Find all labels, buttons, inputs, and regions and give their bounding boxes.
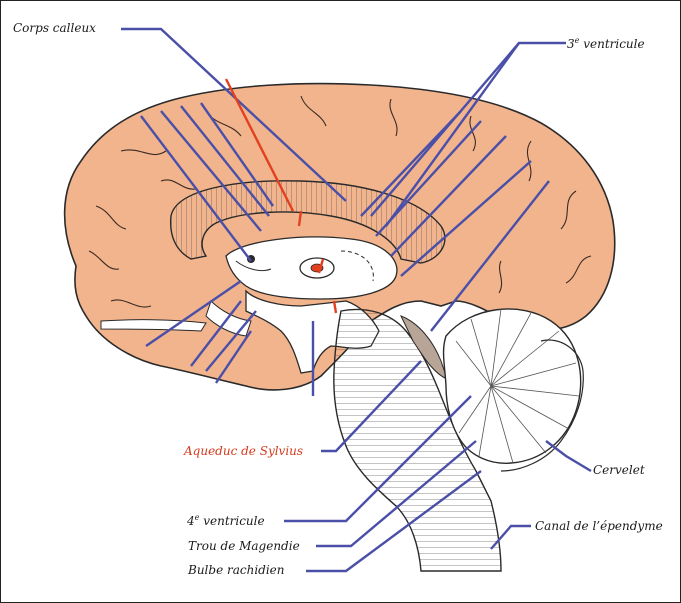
label-canal-de-l-ependyme: Canal de l’épendyme — [535, 519, 663, 533]
label-4e-ventricule: 4e ventricule — [187, 514, 265, 528]
label-aqueduc-de-sylvius: Aqueduc de Sylvius — [184, 444, 303, 458]
label-bulbe-rachidien: Bulbe rachidien — [188, 563, 285, 577]
cervelet-shape — [444, 309, 584, 471]
label-corps-calleux: Corps calleux — [13, 21, 96, 35]
label-3e-ventricule: 3e ventricule — [567, 37, 645, 51]
label-trou-de-magendie: Trou de Magendie — [188, 539, 300, 553]
label-cervelet: Cervelet — [593, 463, 645, 477]
